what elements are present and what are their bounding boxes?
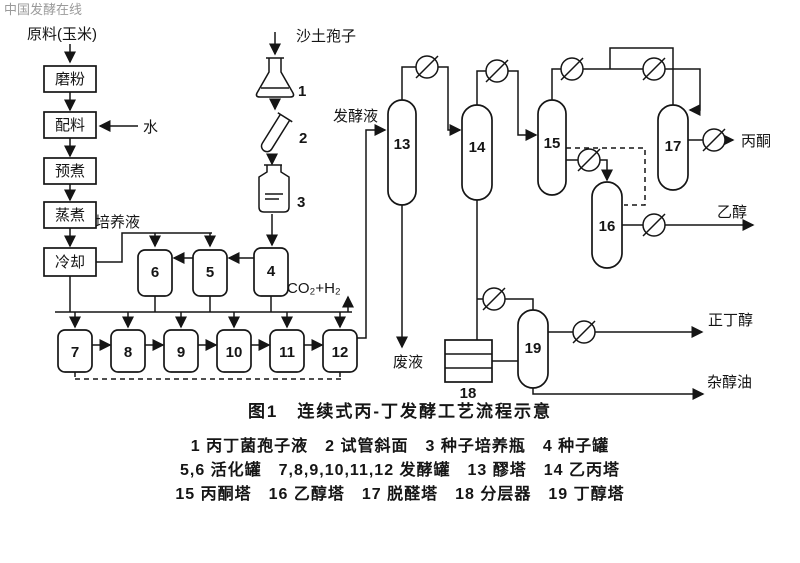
- butanol-label: 正丁醇: [708, 312, 753, 329]
- fermenter-10-number: 10: [226, 344, 243, 361]
- vessel-5-number: 5: [206, 264, 214, 281]
- water-label: 水: [143, 119, 158, 136]
- vessel-6-number: 6: [151, 264, 159, 281]
- fermenter-8: [110, 329, 146, 373]
- equipment-number-2: 2: [299, 130, 307, 147]
- pipe: [96, 232, 212, 263]
- column-13-number: 13: [394, 136, 411, 153]
- fermenter-11-number: 11: [279, 344, 295, 361]
- distillation-columns: 13 14 15 16 17 19 18: [387, 99, 689, 402]
- figure-caption: 图1 连续式丙-丁发酵工艺流程示意: [248, 401, 552, 421]
- fermenter-11: [269, 329, 305, 373]
- pretreatment-flowchart: 原料(玉米) 磨粉 配料 水 预煮 蒸煮 冷却: [27, 26, 158, 312]
- column-15-number: 15: [544, 135, 561, 152]
- equipment-number-3: 3: [297, 194, 305, 211]
- culture-liquid-label: 培养液: [95, 214, 140, 231]
- condenser-icon: [577, 148, 601, 172]
- acetone-label: 丙酮: [741, 133, 771, 150]
- test-tube-body: [260, 113, 291, 153]
- fermenter-8-number: 8: [124, 344, 132, 361]
- test-tube-icon: [260, 112, 293, 153]
- cooking-label: 蒸煮: [55, 207, 85, 224]
- column-15-acetone: [537, 99, 567, 196]
- ethanol-label: 乙醇: [717, 204, 747, 221]
- condenser-icon: [485, 59, 509, 83]
- column-14-number: 14: [469, 139, 486, 156]
- legend-line-3: 15 丙酮塔 16 乙醇塔 17 脱醛塔 18 分层器 19 丁醇塔: [175, 484, 624, 503]
- vessel-4-number: 4: [267, 263, 276, 280]
- fusel-oil-label: 杂醇油: [707, 374, 752, 391]
- caption-and-legend: 图1 连续式丙-丁发酵工艺流程示意 1 丙丁菌孢子液 2 试管斜面 3 种子培养…: [175, 401, 624, 503]
- broth-pipe: [357, 124, 387, 339]
- condenser-icon: [482, 287, 506, 311]
- process-box-precooking: [43, 157, 97, 185]
- fermenter-row: 7 8 9 10 11 12: [57, 329, 358, 380]
- recycle-dashed-pipe: [74, 372, 345, 380]
- raw-material-label: 原料(玉米): [27, 26, 97, 43]
- fermenter-manifold: CO₂+H₂: [55, 280, 354, 329]
- bottle-liquid-lines: [265, 193, 283, 200]
- column-17-number: 17: [665, 138, 682, 155]
- overhead-pipe-14-15: [476, 70, 538, 141]
- fermenter-7-number: 7: [71, 344, 79, 361]
- test-tube-mouth: [277, 112, 293, 123]
- column-16-number: 16: [599, 218, 616, 235]
- condenser-icon: [415, 55, 439, 79]
- mixing-label: 配料: [55, 117, 85, 134]
- fermenter-9-number: 9: [177, 344, 185, 361]
- cooling-label: 冷却: [55, 254, 85, 271]
- watermark-text: 中国发酵在线: [4, 2, 82, 17]
- culture-liquid-manifold: 培养液: [95, 214, 216, 263]
- process-box-milling: [43, 65, 97, 93]
- column-19-butanol: [517, 309, 549, 389]
- condensers: [415, 55, 726, 344]
- condenser-icon: [572, 320, 596, 344]
- legend-line-1: 1 丙丁菌孢子液 2 试管斜面 3 种子培养瓶 4 种子罐: [191, 436, 609, 455]
- seed-vessels: 6 5 4: [137, 247, 289, 312]
- overhead-pipe-15-17: [551, 68, 701, 116]
- fermenter-9: [163, 329, 199, 373]
- separator-layer-lines: [445, 353, 492, 369]
- flask-icon: [255, 58, 295, 98]
- alternate-dashed-pipe: [566, 147, 646, 206]
- column-19-number: 19: [525, 340, 542, 357]
- column-13-beer-still: [387, 99, 417, 206]
- legend-line-2: 5,6 活化罐 7,8,9,10,11,12 发酵罐 13 醪塔 14 乙丙塔: [180, 460, 620, 479]
- fermenter-12-number: 12: [332, 344, 349, 361]
- broth-line: 发酵液: [333, 108, 387, 339]
- condenser-icon: [702, 128, 726, 152]
- overhead-pipe-13-14: [401, 66, 462, 136]
- waste-label: 废液: [393, 354, 423, 371]
- fermenter-10: [216, 329, 252, 373]
- separator-18: [444, 339, 493, 383]
- milling-label: 磨粉: [55, 71, 85, 88]
- bottle-icon: [258, 165, 290, 213]
- condenser-icon: [642, 213, 666, 237]
- precooking-label: 预煮: [55, 163, 85, 180]
- column-16-ethanol: [591, 181, 623, 269]
- column-14: [461, 104, 493, 201]
- process-box-cooling: [43, 247, 97, 277]
- condenser-icon: [560, 57, 584, 81]
- seed-train: 沙土孢子 1 2 3: [255, 28, 356, 247]
- column-17-dealdehyde: [657, 104, 689, 191]
- condenser-icon: [642, 57, 666, 81]
- sand-spores-label: 沙土孢子: [296, 28, 356, 45]
- broth-label: 发酵液: [333, 108, 378, 125]
- product-lines: 丙酮 乙醇 正丁醇 杂醇油: [532, 133, 771, 400]
- separator-18-number: 18: [460, 385, 477, 402]
- reflux-pipe-17: [609, 47, 674, 105]
- fusel-oil-pipe: [532, 388, 705, 400]
- gas-label: CO₂+H₂: [287, 280, 341, 297]
- equipment-number-1: 1: [298, 83, 306, 100]
